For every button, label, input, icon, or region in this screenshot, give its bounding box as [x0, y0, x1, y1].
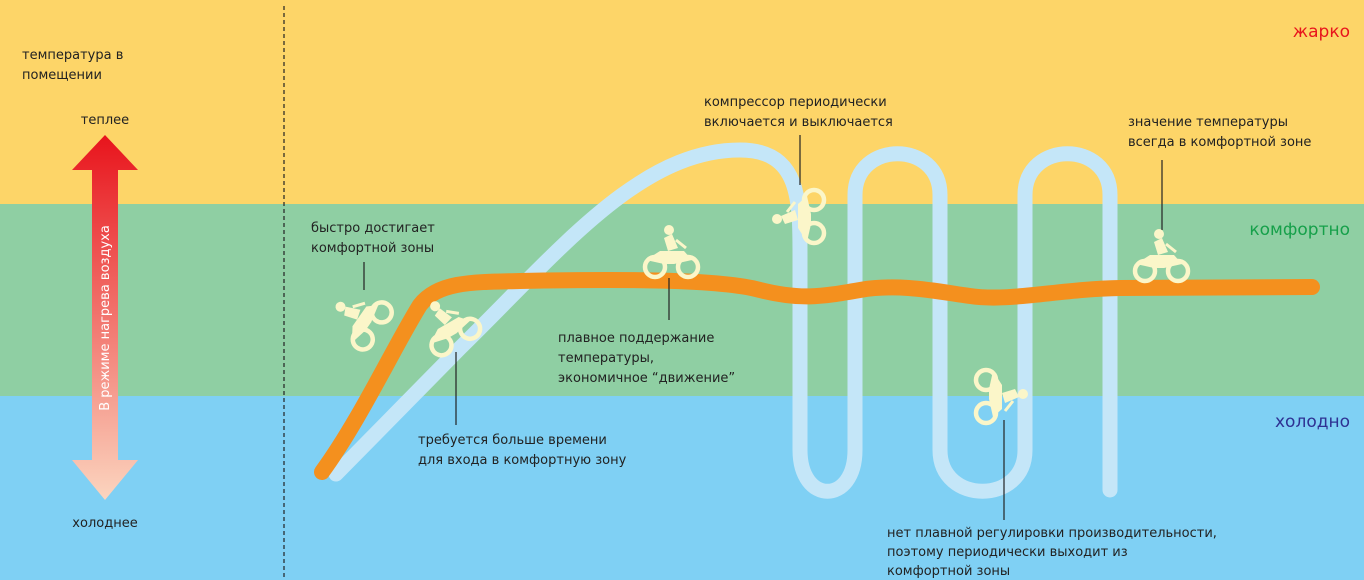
annotation-compressor: компрессор периодически включается и вык… [704, 95, 893, 130]
svg-text:включается и выключается: включается и выключается [704, 115, 893, 130]
svg-text:поэтому периодически выходит и: поэтому периодически выходит из [887, 545, 1128, 560]
svg-text:значение температуры: значение температуры [1128, 115, 1288, 130]
axis-colder-label: холоднее [72, 516, 137, 531]
svg-text:требуется больше времени: требуется больше времени [418, 433, 607, 448]
svg-text:нет плавной регулировки произв: нет плавной регулировки производительнос… [887, 526, 1217, 541]
svg-text:экономичное “движение”: экономичное “движение” [558, 371, 735, 386]
arrow-label: В режиме нагрева воздуха [98, 225, 113, 411]
onoff-curve [328, 142, 1118, 499]
axis-title-line2: помещении [22, 68, 102, 83]
svg-text:быстро достигает: быстро достигает [311, 221, 435, 236]
comfort-zone [0, 204, 1364, 396]
zone-label-cold: холодно [1275, 412, 1350, 432]
annotation-always-comfort: значение температуры всегда в комфортной… [1128, 115, 1311, 150]
svg-text:температуры,: температуры, [558, 351, 654, 366]
zone-label-hot: жарко [1293, 22, 1350, 42]
zone-label-comfort: комфортно [1249, 220, 1350, 240]
axis-warmer-label: теплее [81, 113, 129, 128]
pointer-lines [363, 135, 1163, 520]
svg-text:для входа в комфортную зону: для входа в комфортную зону [418, 453, 627, 468]
annotation-no-smooth: нет плавной регулировки производительнос… [887, 526, 1217, 579]
inverter-curve [314, 271, 1320, 480]
annotation-smooth: плавное поддержание температуры, экономи… [558, 331, 735, 386]
svg-text:плавное поддержание: плавное поддержание [558, 331, 714, 346]
svg-text:комфортной зоны: комфортной зоны [311, 241, 434, 256]
svg-text:компрессор периодически: компрессор периодически [704, 95, 887, 110]
axis-title-line1: температура в [22, 48, 123, 63]
svg-text:комфортной зоны: комфортной зоны [887, 564, 1010, 579]
cold-zone [0, 396, 1364, 580]
temperature-double-arrow: В режиме нагрева воздуха [72, 135, 138, 500]
hot-zone [0, 0, 1364, 204]
svg-text:всегда в комфортной зоне: всегда в комфортной зоне [1128, 135, 1311, 150]
annotation-slow-reach: требуется больше времени для входа в ком… [418, 433, 627, 468]
annotation-fast-reach: быстро достигает комфортной зоны [311, 221, 435, 256]
